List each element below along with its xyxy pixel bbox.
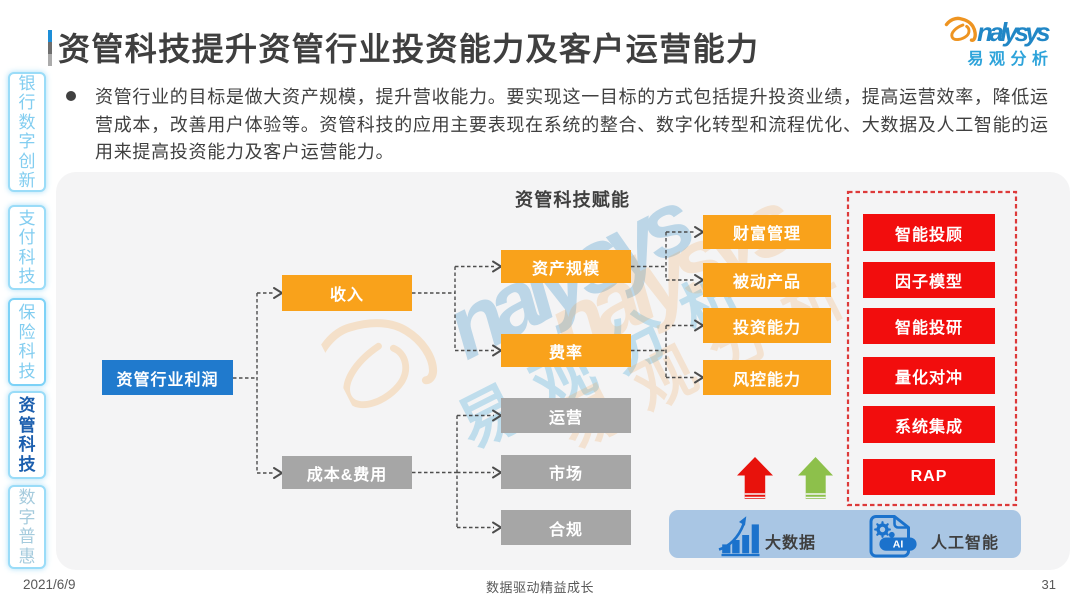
svg-text:AI: AI [893,539,904,551]
svg-text:易观分析: 易观分析 [968,49,1054,68]
svg-text:nalysys: nalysys [977,17,1050,47]
